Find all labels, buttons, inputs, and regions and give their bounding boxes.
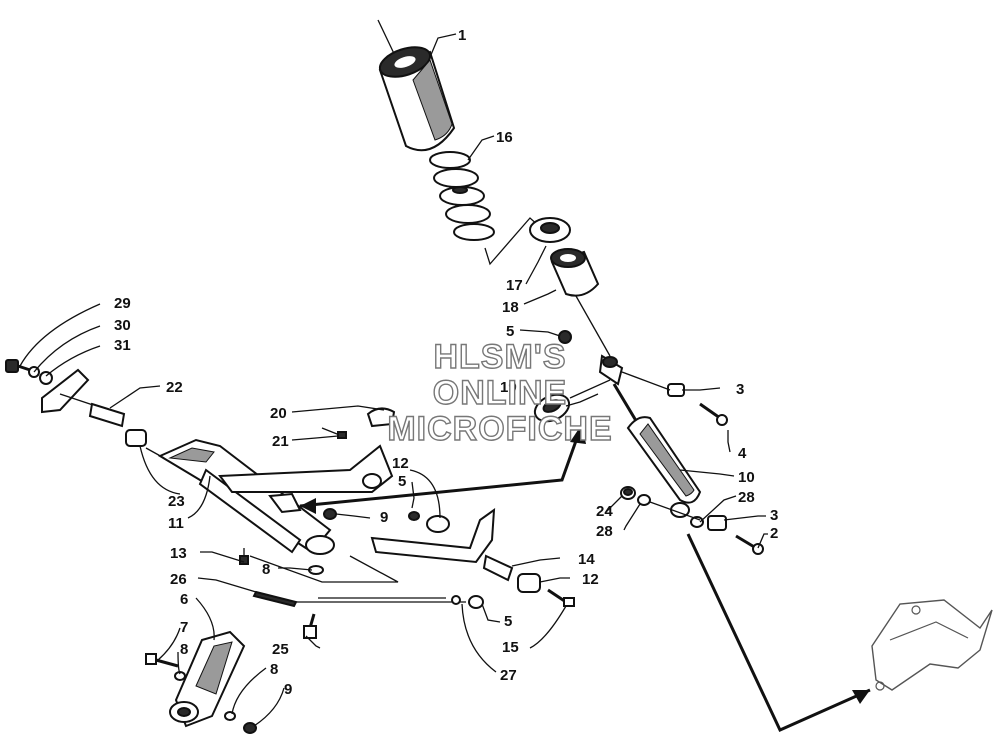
part-spacer-14 [482, 554, 514, 582]
part-plate [41, 368, 90, 414]
part-nut-upper [558, 330, 572, 344]
part-bolt-25 [303, 613, 317, 639]
part-nut-9a [323, 508, 337, 520]
callout-28-left: 28 [596, 523, 613, 540]
callout-24: 24 [596, 503, 613, 520]
callout-6: 6 [180, 591, 188, 608]
part-nut-9b [243, 722, 257, 734]
callout-2: 2 [770, 525, 778, 542]
part-nut-24 [623, 488, 633, 496]
callout-3-lower: 3 [770, 507, 778, 524]
callout-15: 15 [502, 639, 519, 656]
part-spacer-lower [707, 515, 727, 531]
suspension-assembly [5, 359, 575, 734]
callout-3-upper: 3 [736, 381, 744, 398]
part-lower-arm [370, 507, 496, 564]
part-spacer-upper [667, 383, 685, 397]
part-bushing-12 [517, 573, 541, 593]
callout-labels: 1 16 17 18 5 3 19 4 10 29 30 31 22 20 21… [114, 27, 778, 698]
callout-31: 31 [114, 337, 131, 354]
callout-28-right: 28 [738, 489, 755, 506]
part-pin-22 [88, 402, 126, 428]
part-bolt-upper [699, 402, 728, 426]
shock-assembly [377, 19, 764, 555]
watermark-line-2: ONLINE [433, 374, 567, 412]
part-boot [378, 46, 456, 152]
callout-29: 29 [114, 295, 131, 312]
part-upper-arm [218, 444, 394, 514]
callout-20: 20 [270, 405, 287, 422]
part-collar-nut [529, 217, 571, 243]
callout-8-upper: 8 [262, 561, 270, 578]
callout-18: 18 [502, 299, 519, 316]
callout-23: 23 [168, 493, 185, 510]
callout-9-lower: 9 [284, 681, 292, 698]
callout-12-upper: 12 [392, 455, 409, 472]
callout-5-lower: 5 [504, 613, 512, 630]
part-bolt-7 [145, 653, 179, 668]
part-threaded-sleeve [550, 248, 600, 297]
callout-22: 22 [166, 379, 183, 396]
callout-30: 30 [114, 317, 131, 334]
part-screw-21 [321, 427, 347, 439]
callout-8-mid: 8 [180, 641, 188, 658]
callout-25: 25 [272, 641, 289, 658]
part-frame-bracket [871, 599, 993, 691]
part-bolt-29 [5, 359, 31, 373]
callout-5-mid: 5 [398, 473, 406, 490]
part-lever-6 [169, 630, 246, 728]
callout-5-upper: 5 [506, 323, 514, 340]
part-shock-upper-eye [598, 354, 624, 386]
callout-10: 10 [738, 469, 755, 486]
arrow-to-frame [686, 533, 871, 732]
part-washer-28a [637, 494, 651, 506]
part-rod-26 [252, 590, 298, 608]
watermark-line-1: HLSM'S [433, 338, 566, 376]
part-shock-body [612, 383, 702, 518]
callout-11: 11 [168, 515, 184, 532]
part-bumper [533, 393, 571, 423]
callout-8-lower: 8 [270, 661, 278, 678]
part-main-shaft-11 [157, 438, 335, 555]
callout-7: 7 [180, 619, 188, 636]
callout-26: 26 [170, 571, 187, 588]
part-bolt-lower [735, 534, 764, 555]
part-screw-13 [239, 548, 249, 565]
part-washer-8b [174, 671, 186, 681]
part-bushing-23 [125, 429, 147, 447]
callout-17: 17 [506, 277, 523, 294]
callout-14: 14 [578, 551, 595, 568]
callout-19: 19 [500, 379, 517, 396]
part-nut-5c [468, 595, 484, 609]
part-bolt-15 [547, 588, 575, 607]
part-spring [429, 151, 495, 241]
watermark-line-3: MICROFICHE [387, 410, 612, 448]
callout-9-upper: 9 [380, 509, 388, 526]
callout-16: 16 [496, 129, 513, 146]
arrow-to-shaft [299, 423, 586, 514]
callout-1: 1 [458, 27, 466, 44]
part-washer-31 [39, 371, 53, 385]
callout-4: 4 [738, 445, 747, 462]
part-washer-8c [224, 711, 236, 721]
callout-12-lower: 12 [582, 571, 599, 588]
callout-13: 13 [170, 545, 187, 562]
part-washer-5c [451, 595, 461, 605]
part-clamp-20 [366, 407, 396, 428]
leader-lines [19, 33, 768, 727]
callout-27: 27 [500, 667, 517, 684]
callout-21: 21 [272, 433, 289, 450]
watermark: HLSM'S ONLINE MICROFICHE [387, 337, 613, 448]
